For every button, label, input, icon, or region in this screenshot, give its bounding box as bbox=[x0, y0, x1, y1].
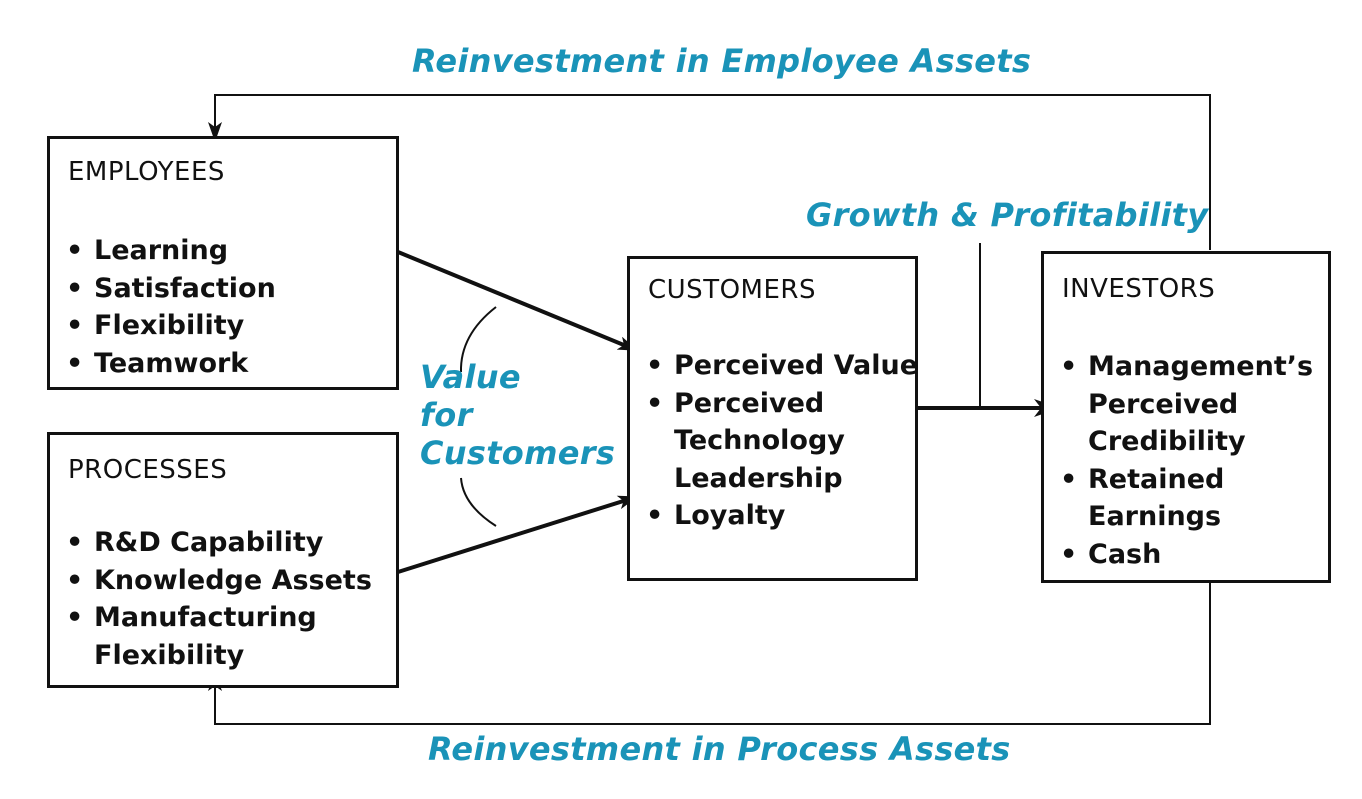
list-item: •Teamwork bbox=[66, 347, 249, 379]
list-item: Flexibility bbox=[94, 639, 245, 671]
list-item: •Satisfaction bbox=[66, 272, 276, 304]
list-item: •Retained bbox=[1060, 463, 1225, 495]
list-item: •Knowledge Assets bbox=[66, 564, 372, 596]
customers-list: •Perceived Value •Perceived Technology L… bbox=[646, 347, 918, 535]
investors-list: •Management’s Perceived Credibility •Ret… bbox=[1060, 348, 1313, 573]
reinvestment-employee-label: Reinvestment in Employee Assets bbox=[412, 42, 1032, 80]
processes-to-customers-arrow bbox=[397, 495, 638, 574]
reinvestment-process-label: Reinvestment in Process Assets bbox=[428, 730, 1011, 768]
list-item: •Cash bbox=[1060, 538, 1162, 570]
list-item: •Flexibility bbox=[66, 310, 245, 341]
list-item: •Perceived bbox=[646, 387, 825, 419]
list-item: Perceived bbox=[1088, 388, 1239, 420]
value-label-line-1: Value bbox=[420, 358, 521, 396]
list-item: •Learning bbox=[66, 235, 229, 266]
list-item: •Loyalty bbox=[646, 500, 786, 531]
employees-to-customers-arrow bbox=[397, 250, 638, 352]
growth-profitability-label: Growth & Profitability bbox=[806, 196, 1209, 234]
value-label-line-2: for bbox=[420, 396, 473, 434]
value-bracket-top bbox=[459, 306, 497, 373]
value-label-line-3: Customers bbox=[420, 434, 616, 472]
processes-box: PROCESSES •R&D Capability •Knowledge Ass… bbox=[47, 432, 399, 688]
employees-list: •Learning •Satisfaction •Flexibility •Te… bbox=[66, 232, 276, 382]
employee-reinvestment-loop bbox=[208, 94, 1211, 250]
list-item: Credibility bbox=[1088, 426, 1246, 457]
investors-box: INVESTORS •Management’s Perceived Credib… bbox=[1041, 251, 1331, 583]
list-item: •Perceived Value bbox=[646, 350, 919, 381]
employees-box: EMPLOYEES •Learning •Satisfaction •Flexi… bbox=[47, 136, 399, 390]
list-item: Earnings bbox=[1088, 501, 1222, 532]
list-item: •Manufacturing bbox=[66, 602, 317, 633]
value-for-customers-label: Value for Customers bbox=[420, 358, 615, 472]
list-item: •Management’s bbox=[1060, 351, 1314, 382]
list-item: •R&D Capability bbox=[66, 527, 324, 558]
processes-title: PROCESSES bbox=[68, 455, 228, 485]
processes-list: •R&D Capability •Knowledge Assets •Manuf… bbox=[66, 524, 372, 674]
customers-box: CUSTOMERS •Perceived Value •Perceived Te… bbox=[627, 256, 918, 581]
customers-title: CUSTOMERS bbox=[648, 275, 816, 305]
employees-title: EMPLOYEES bbox=[68, 157, 225, 187]
process-reinvestment-loop bbox=[208, 582, 1211, 725]
investors-title: INVESTORS bbox=[1062, 274, 1216, 304]
value-bracket-bottom bbox=[460, 477, 497, 527]
list-item: Technology bbox=[674, 425, 845, 456]
list-item: Leadership bbox=[674, 462, 843, 494]
